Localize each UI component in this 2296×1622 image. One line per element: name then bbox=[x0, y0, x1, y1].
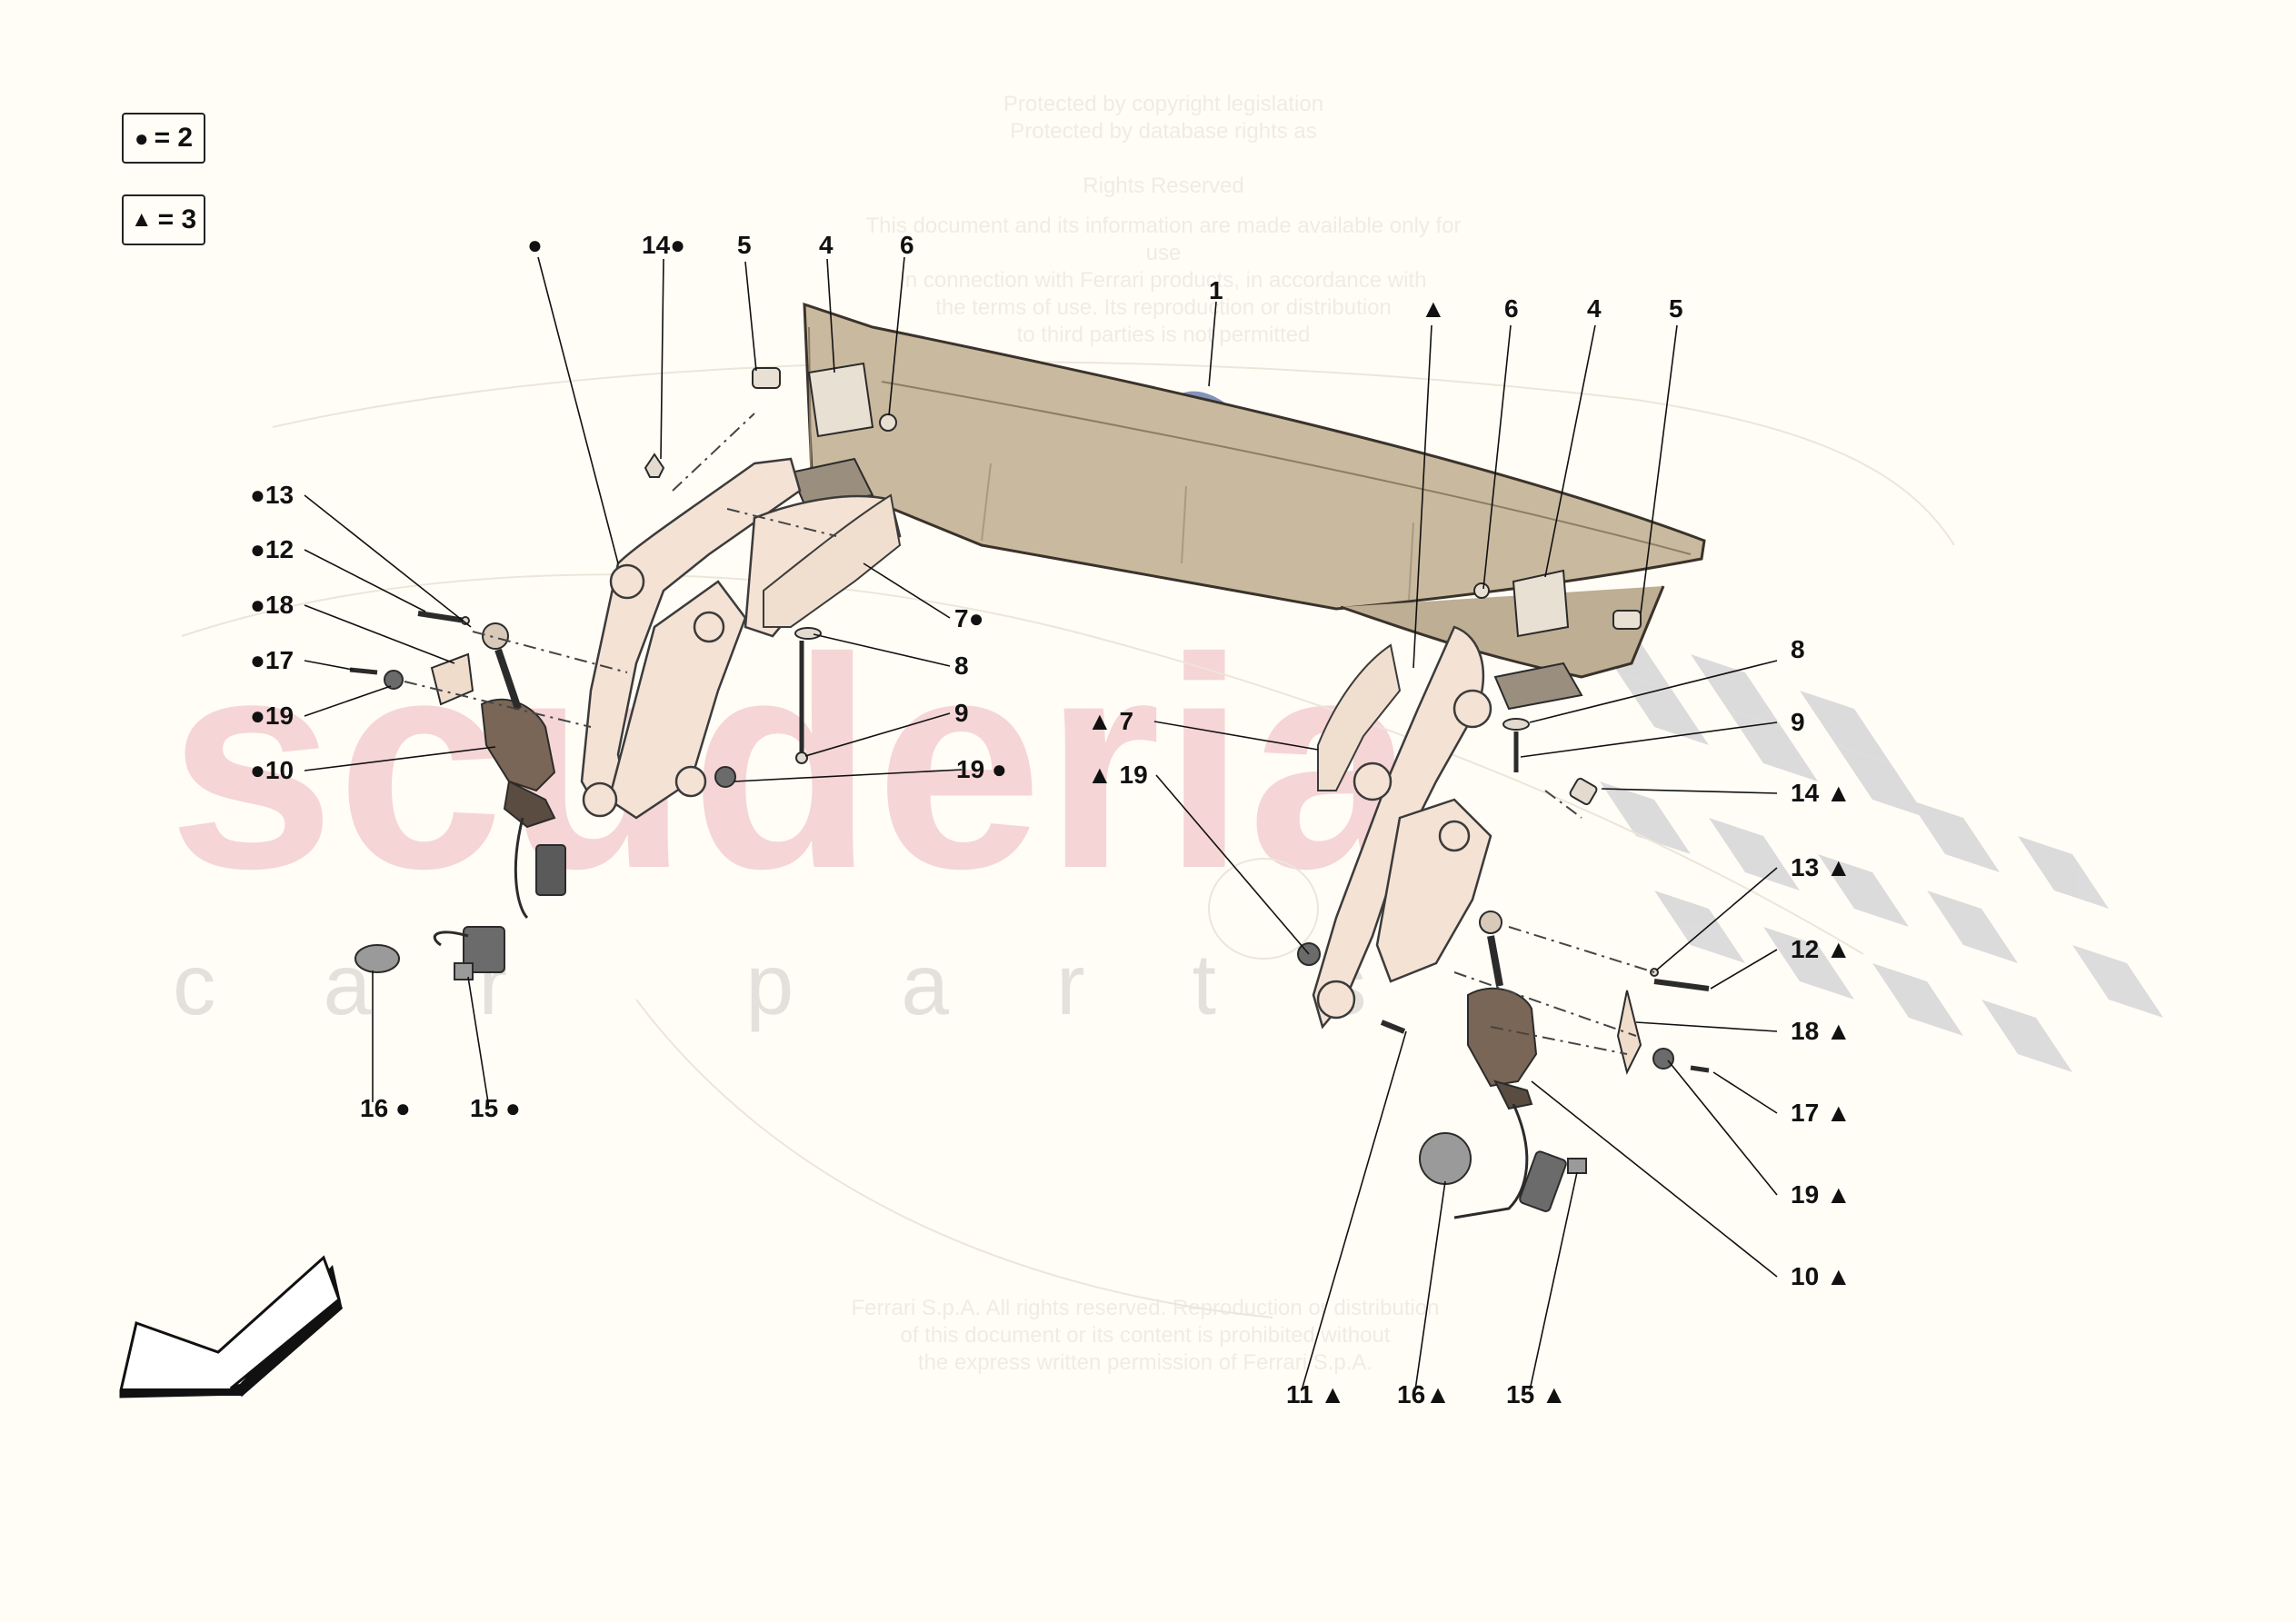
callout-10-left: ●10 bbox=[250, 756, 294, 784]
callout-9-right: 9 bbox=[1791, 708, 1805, 736]
right-linkage-arm bbox=[1312, 625, 1492, 1030]
legend-dot-quantity: ● = 2 bbox=[122, 113, 205, 164]
left-actuator bbox=[433, 622, 566, 973]
dot-icon: ● bbox=[134, 124, 149, 152]
callout-11-right: 11 ▲ bbox=[1286, 1380, 1346, 1408]
callout-8-left: 8 bbox=[954, 652, 969, 680]
right-cover-fairing bbox=[1317, 643, 1402, 791]
checker-flag-watermark bbox=[1582, 618, 2163, 1072]
callout-6-left: 6 bbox=[900, 231, 914, 259]
callout-5-left: 5 bbox=[737, 231, 752, 259]
callout-15-right: 15 ▲ bbox=[1506, 1380, 1567, 1408]
callout-13-left: ●13 bbox=[250, 481, 294, 509]
callout-triangle-top: ▲ bbox=[1421, 294, 1446, 323]
callout-15-left: 15 ● bbox=[470, 1094, 521, 1122]
callout-17-right: 17 ▲ bbox=[1791, 1099, 1852, 1127]
copyright-notice-bottom: Ferrari S.p.A. All rights reserved. Repr… bbox=[851, 1296, 1440, 1375]
callout-5-right: 5 bbox=[1669, 294, 1683, 323]
callout-10-right: 10 ▲ bbox=[1791, 1262, 1852, 1290]
legend-triangle-quantity: ▲ = 3 bbox=[122, 194, 205, 245]
callout-13-right: 13 ▲ bbox=[1791, 853, 1852, 881]
callout-4-left: 4 bbox=[819, 231, 834, 259]
callout-12-left: ●12 bbox=[250, 535, 294, 563]
callout-12-right: 12 ▲ bbox=[1791, 935, 1852, 963]
callout-16-right: 16▲ bbox=[1397, 1380, 1451, 1408]
watermark-scuderia: scuderia bbox=[168, 595, 1417, 930]
callout-19-right: ▲ 19 bbox=[1087, 761, 1148, 789]
callout-19-mid: 19 ● bbox=[956, 755, 1007, 783]
callout-18-left: ●18 bbox=[250, 591, 294, 619]
callout-16-left: 16 ● bbox=[360, 1094, 411, 1122]
triangle-icon: ▲ bbox=[130, 207, 153, 232]
rear-spoiler-wing bbox=[803, 302, 1706, 679]
callout-17-left: ●17 bbox=[250, 646, 294, 674]
car-outline-sketch bbox=[181, 361, 1955, 1318]
right-hinge-bracket bbox=[1473, 569, 1642, 711]
left-linkage-arm bbox=[580, 457, 902, 820]
arrow-down-left-icon bbox=[119, 1255, 343, 1398]
callout-8-right: 8 bbox=[1791, 635, 1805, 663]
fasteners bbox=[349, 453, 1710, 1185]
legend-dot-text: = 2 bbox=[154, 123, 194, 153]
callout-14-left: 14● bbox=[642, 231, 686, 259]
legend-triangle-text: = 3 bbox=[157, 204, 197, 234]
callout-19-right-lower: 19 ▲ bbox=[1791, 1180, 1852, 1209]
callout-19-left: ●19 bbox=[250, 702, 294, 730]
right-actuator bbox=[1453, 911, 1567, 1219]
assembly-guide-lines bbox=[404, 413, 1655, 1055]
callout-7-left: 7● bbox=[954, 604, 984, 632]
callout-7-right: ▲ 7 bbox=[1087, 707, 1134, 735]
callout-14-right: 14 ▲ bbox=[1791, 779, 1852, 807]
callout-18-right: 18 ▲ bbox=[1791, 1017, 1852, 1045]
callout-dot-top: ● bbox=[527, 231, 543, 259]
left-cover-fairing bbox=[763, 493, 902, 628]
callout-9-left: 9 bbox=[954, 699, 969, 727]
callout-6-right: 6 bbox=[1504, 294, 1519, 323]
leader-lines bbox=[304, 256, 1778, 1391]
callout-1: 1 bbox=[1209, 276, 1223, 304]
callout-4-right: 4 bbox=[1587, 294, 1602, 323]
left-hinge-bracket bbox=[752, 362, 897, 506]
